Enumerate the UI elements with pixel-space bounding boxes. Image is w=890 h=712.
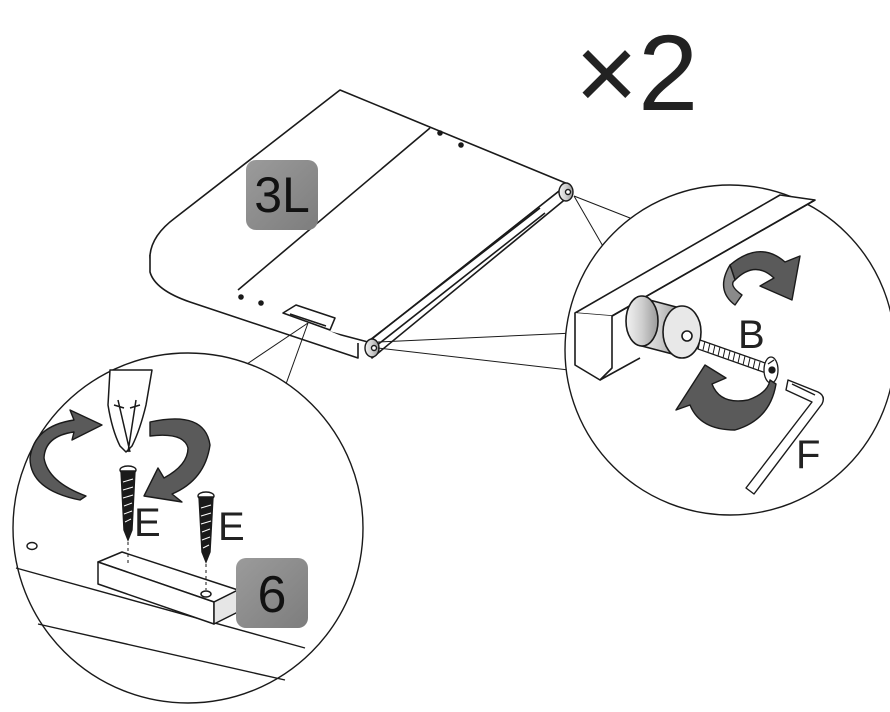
hex-key-f xyxy=(745,379,825,495)
bolt-b xyxy=(697,339,779,384)
screw-e-right xyxy=(197,491,215,590)
callout-lines-right xyxy=(377,195,631,373)
screw-left-label: E xyxy=(134,501,161,545)
hex-key-label: F xyxy=(796,433,820,477)
panel-nub-right xyxy=(558,182,574,202)
screw-right-label: E xyxy=(218,505,245,549)
panel-nub-left xyxy=(364,338,380,358)
block-label-tag: 6 xyxy=(236,558,308,628)
block-label-text: 6 xyxy=(258,566,287,624)
rotate-arrow-left xyxy=(29,409,103,501)
screw-e-left xyxy=(119,465,137,566)
rotate-arrow-bottom xyxy=(675,364,777,431)
screwdriver xyxy=(107,369,153,453)
panel-label-text: 3L xyxy=(254,167,310,223)
callout-lines-left xyxy=(237,322,309,385)
rotate-arrow-top xyxy=(722,251,801,306)
multiplier-label: ×2 xyxy=(575,12,698,133)
detail-circle-screws: E E 6 xyxy=(12,352,364,704)
detail-circle-bolt: B F xyxy=(564,184,890,516)
panel-label-tag: 3L xyxy=(246,160,318,230)
panel-3l xyxy=(149,89,569,359)
bolt-label: B xyxy=(738,313,765,357)
barrel-nut xyxy=(625,295,702,359)
rotate-arrow-right xyxy=(143,418,211,503)
